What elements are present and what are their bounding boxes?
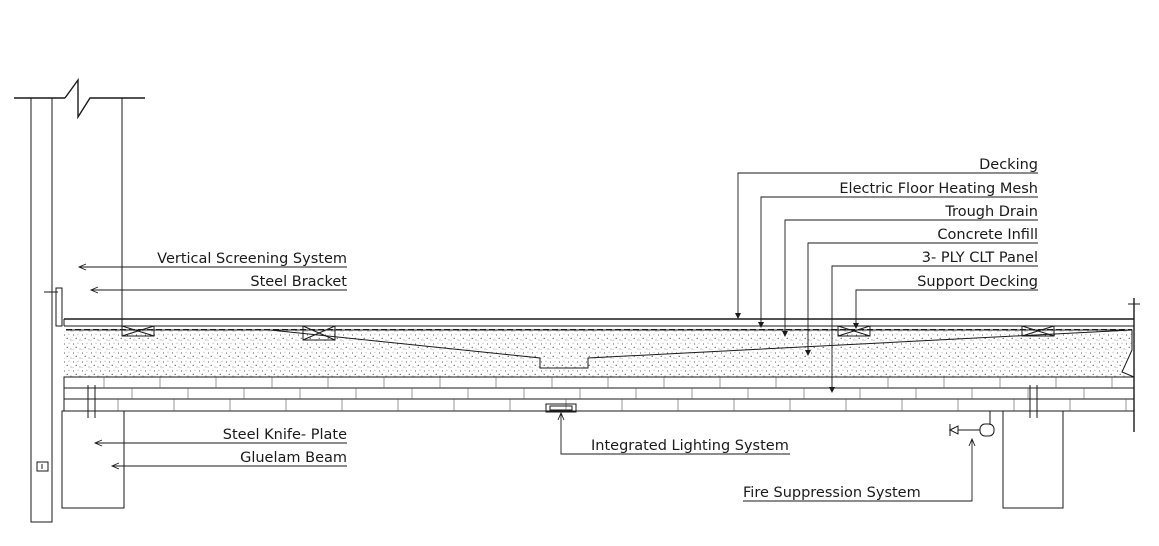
label-lighting: Integrated Lighting System [591,438,789,454]
label-steel-bracket: Steel Bracket [250,274,347,290]
label-knife-plate: Steel Knife- Plate [223,427,347,443]
leaders-bottom [557,411,976,502]
label-vertical-screening: Vertical Screening System [157,251,347,267]
concrete-infill [64,329,1135,378]
label-fire-suppression: Fire Suppression System [743,485,921,501]
leaders-left [77,263,347,470]
label-support-decking: Support Decking [917,274,1038,290]
gluelam-beam-right [1002,385,1064,509]
label-heating-mesh: Electric Floor Heating Mesh [839,181,1038,197]
right-end-break [1128,298,1140,432]
label-decking: Decking [979,157,1038,173]
label-concrete-infill: Concrete Infill [937,227,1038,243]
label-clt-panel: 3- PLY CLT Panel [922,250,1038,266]
left-wall-column [14,77,145,523]
label-trough-drain: Trough Drain [944,204,1038,220]
leaders-right [735,172,1038,393]
clt-panel [63,376,1135,412]
decking-layer [63,318,1134,327]
sprinkler-head [948,411,995,437]
gluelam-beam-left [61,385,125,509]
label-gluelam-beam: Gluelam Beam [240,450,347,466]
support-decking-blocks [121,325,1055,341]
